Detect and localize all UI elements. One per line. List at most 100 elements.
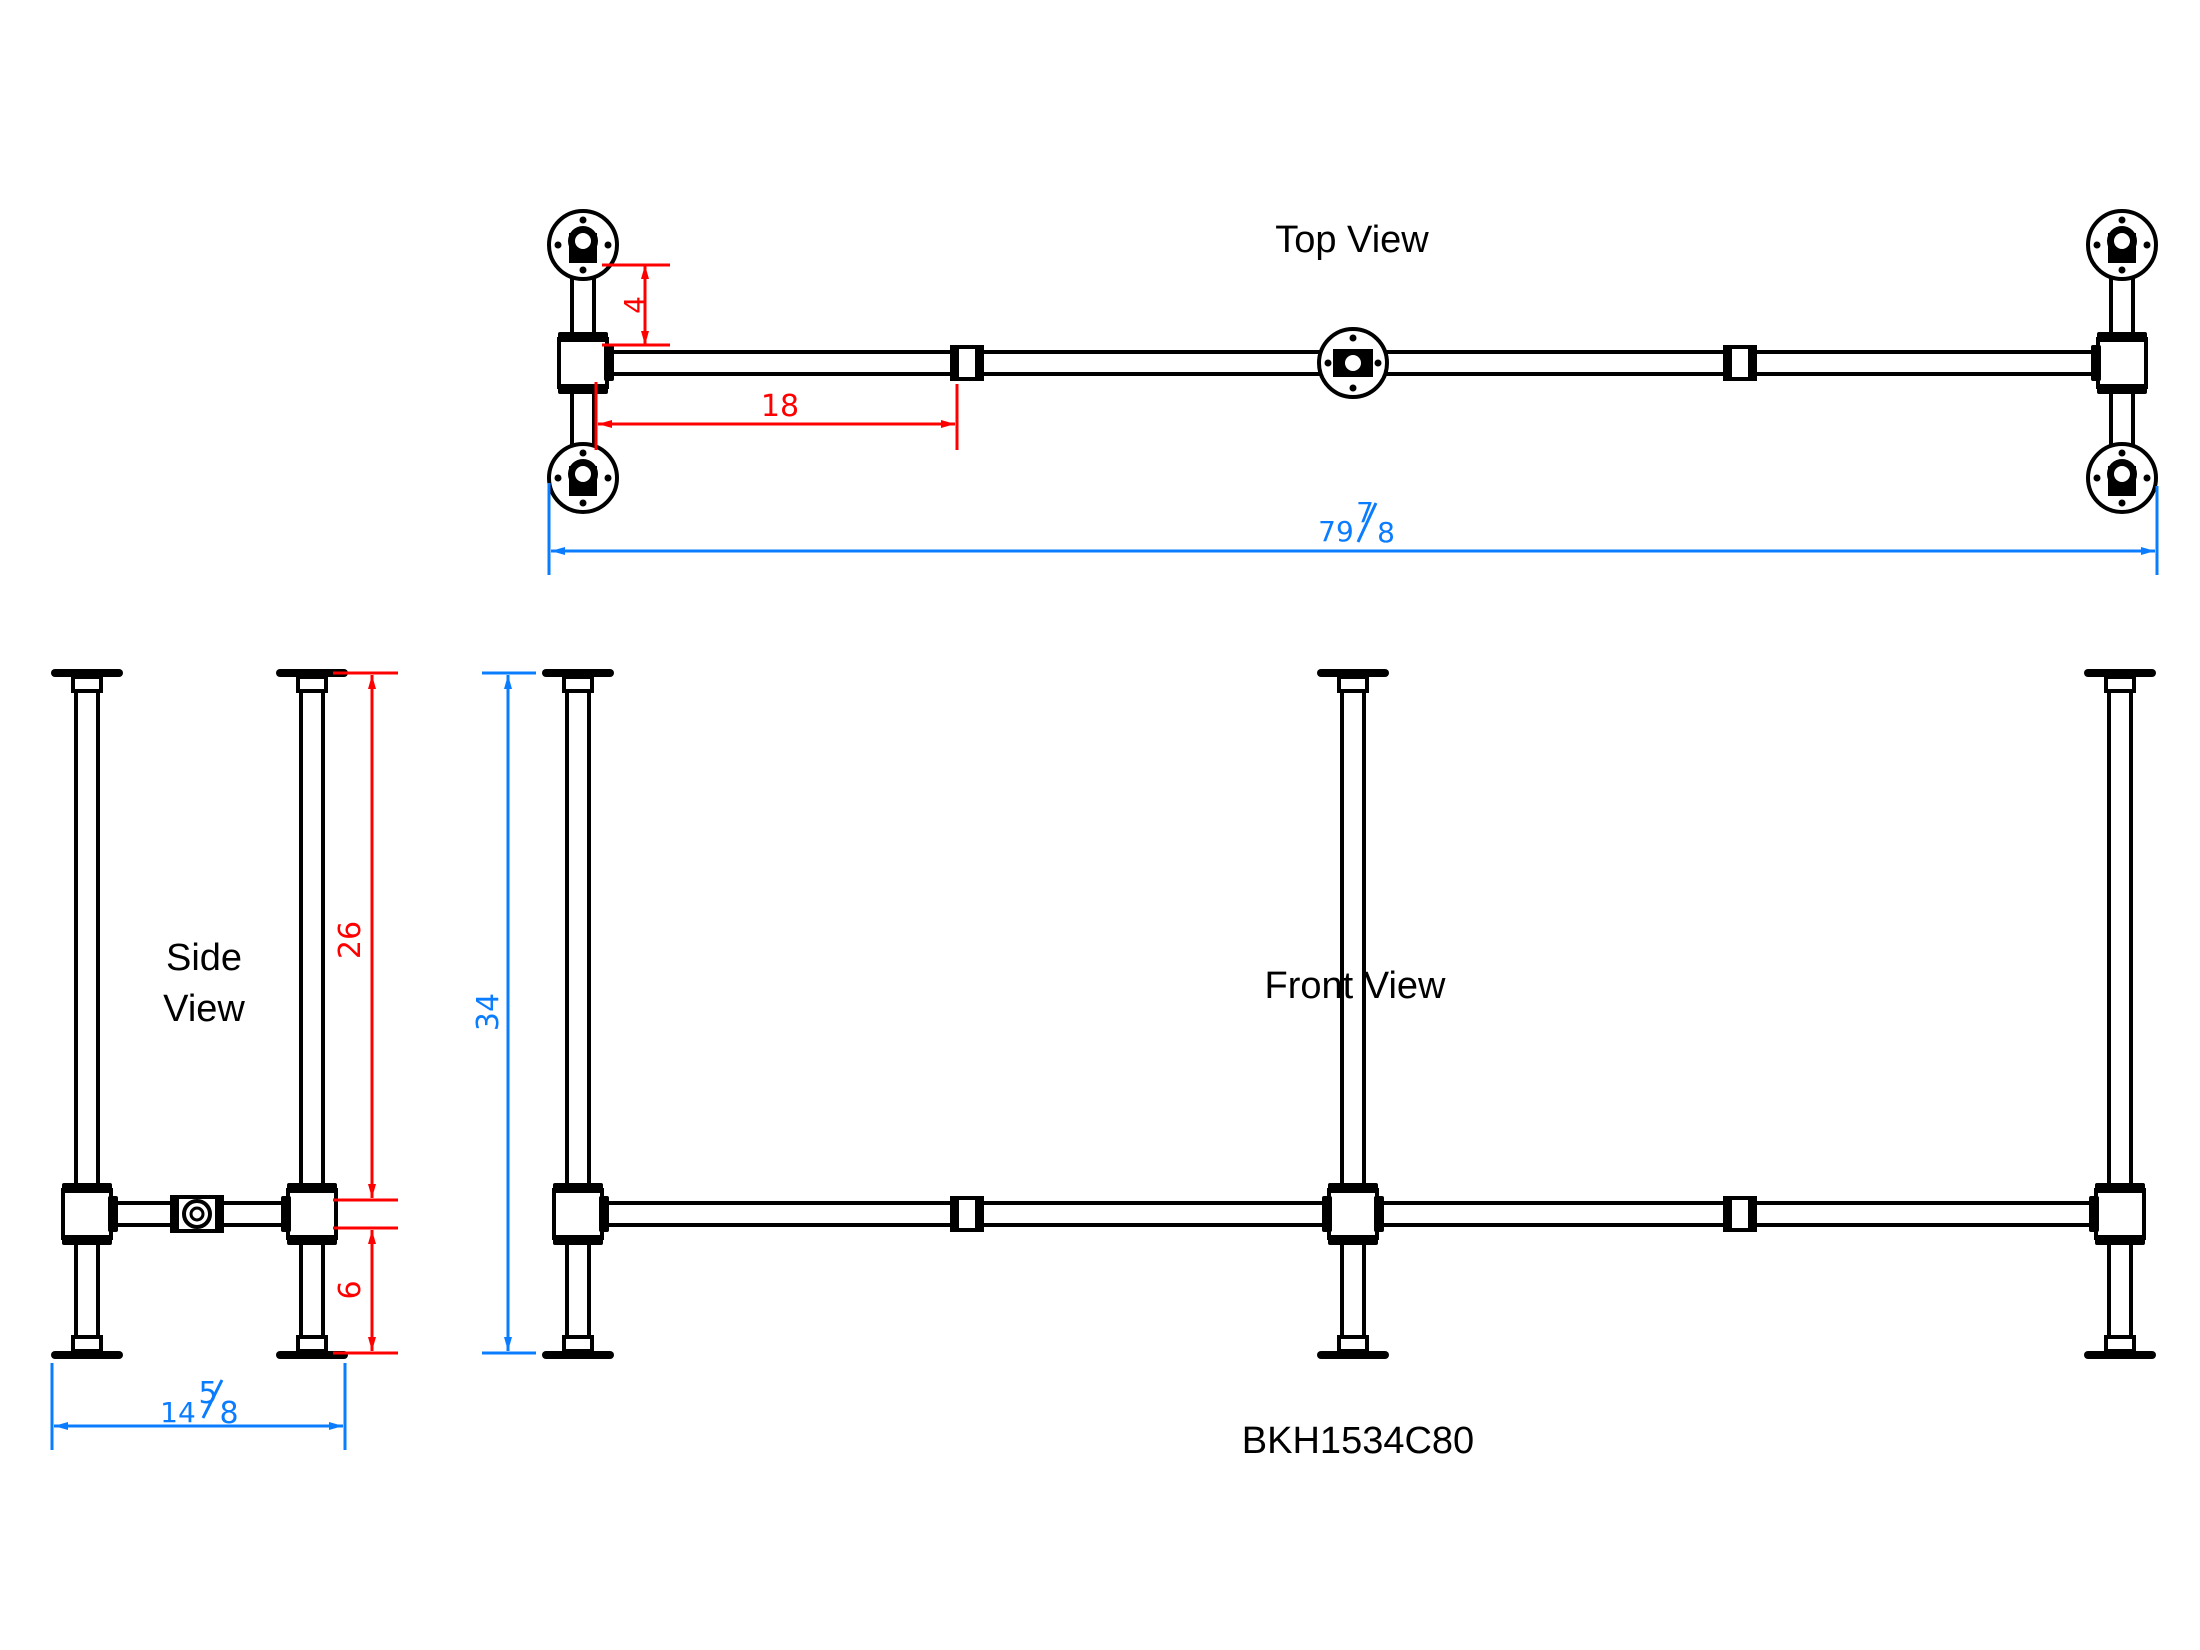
flange-bolt-hole bbox=[579, 499, 587, 507]
flange-neck bbox=[2104, 675, 2136, 693]
dimension-arrow-up bbox=[641, 265, 649, 279]
front-center-cross bbox=[1322, 1183, 1384, 1245]
flange-bolt-hole bbox=[1349, 334, 1357, 342]
flange-plate bbox=[1317, 1351, 1389, 1359]
fitting-ring bbox=[1374, 1196, 1384, 1232]
coupling-ring bbox=[975, 346, 982, 380]
flange-neck bbox=[1337, 675, 1369, 693]
flange-neck bbox=[71, 1335, 103, 1353]
fitting-body bbox=[557, 337, 609, 389]
flange-bore bbox=[575, 233, 591, 249]
fitting-body bbox=[2096, 337, 2148, 389]
floor-flange bbox=[2084, 669, 2156, 693]
coupling bbox=[1723, 1196, 1757, 1232]
coupling-ring bbox=[1748, 346, 1755, 380]
dimension-arrow-up bbox=[368, 675, 376, 689]
top-view-label: Top View bbox=[1275, 219, 1429, 261]
dimension-arrow-down bbox=[641, 331, 649, 345]
flange-bolt-hole bbox=[579, 449, 587, 457]
fitting-ring bbox=[287, 1235, 337, 1245]
floor-flange bbox=[542, 669, 614, 693]
dimension-arrow-left bbox=[598, 420, 612, 428]
flange-bore bbox=[575, 466, 591, 482]
flange-bolt-hole bbox=[579, 216, 587, 224]
flange-bolt-hole bbox=[579, 266, 587, 274]
floor-flange bbox=[51, 1335, 123, 1359]
floor-flange bbox=[276, 669, 348, 693]
fitting-ring bbox=[553, 1235, 603, 1245]
fitting-ring bbox=[2095, 1235, 2145, 1245]
coupling-ring bbox=[975, 1197, 982, 1231]
flange-bore bbox=[2114, 233, 2130, 249]
side-leg-2 bbox=[299, 683, 325, 1345]
top-left-tee bbox=[557, 332, 614, 394]
fraction-slash bbox=[1356, 502, 1378, 543]
tee-ring bbox=[172, 1196, 179, 1232]
fitting-ring bbox=[281, 1196, 291, 1232]
dimension-arrow-left bbox=[54, 1422, 68, 1430]
fitting-ring bbox=[2091, 345, 2101, 381]
flange-bolt-hole bbox=[2118, 266, 2126, 274]
tee-outlet-bore bbox=[189, 1206, 205, 1222]
flange-bolt-hole bbox=[1324, 359, 1332, 367]
fitting-ring bbox=[1328, 1235, 1378, 1245]
fitting-ring bbox=[599, 1196, 609, 1232]
dim-overall-width: 14 5 8 bbox=[160, 1376, 238, 1431]
fraction-slash bbox=[201, 1379, 224, 1419]
flange-bolt-hole bbox=[2143, 241, 2151, 249]
fitting-ring bbox=[2089, 1196, 2099, 1232]
floor-flange bbox=[1317, 1335, 1389, 1359]
fitting-ring bbox=[1328, 1183, 1378, 1193]
flange-neck bbox=[562, 1335, 594, 1353]
fitting-ring bbox=[62, 1235, 112, 1245]
coupling bbox=[1723, 345, 1757, 381]
dimension-arrow-down bbox=[368, 1337, 376, 1351]
dimension-arrow-right bbox=[329, 1422, 343, 1430]
flange-bolt-hole bbox=[2093, 241, 2101, 249]
flange-bolt-hole bbox=[2093, 474, 2101, 482]
side-center-tee bbox=[170, 1195, 224, 1233]
front-leg-1 bbox=[565, 683, 591, 1345]
tee-ring bbox=[215, 1196, 222, 1232]
fitting-ring bbox=[287, 1183, 337, 1193]
fitting-ring bbox=[2097, 384, 2147, 394]
flange-bore bbox=[1345, 355, 1361, 371]
front-view-label: Front View bbox=[1265, 965, 1446, 1007]
dimension-arrow-down bbox=[504, 1337, 512, 1351]
dimension-arrow-right bbox=[941, 420, 955, 428]
front-right-tee bbox=[2089, 1183, 2146, 1245]
floor-flange bbox=[1317, 669, 1389, 693]
flange-plate bbox=[276, 669, 348, 677]
flange-bolt-hole bbox=[554, 474, 562, 482]
flange-plate bbox=[2084, 1351, 2156, 1359]
floor-flange bbox=[2084, 1335, 2156, 1359]
flange-neck bbox=[562, 675, 594, 693]
flange-bolt-hole bbox=[604, 474, 612, 482]
dimension-arrow-up bbox=[368, 1230, 376, 1244]
flange-bolt-hole bbox=[2118, 216, 2126, 224]
flange-neck bbox=[1337, 1335, 1369, 1353]
dim-upper-leg: 26 bbox=[333, 921, 368, 959]
front-leg-2 bbox=[1340, 683, 1366, 1345]
fitting-ring bbox=[558, 384, 608, 394]
fitting-ring bbox=[108, 1196, 118, 1232]
flange-plate bbox=[51, 669, 123, 677]
dimension-arrow-down bbox=[368, 1184, 376, 1198]
floor-flange-top bbox=[547, 442, 619, 514]
flange-bolt-hole bbox=[1374, 359, 1382, 367]
floor-flange bbox=[542, 1335, 614, 1359]
flange-neck bbox=[2104, 1335, 2136, 1353]
fitting-ring bbox=[604, 345, 614, 381]
pipe-parts bbox=[51, 209, 2158, 1359]
dimension-lines bbox=[50, 263, 2159, 1450]
floor-flange-top bbox=[2086, 442, 2158, 514]
coupling bbox=[950, 1196, 984, 1232]
fitting-ring bbox=[1322, 1196, 1332, 1232]
dim-overall-length-whole: 79 bbox=[1318, 515, 1354, 548]
fitting-body bbox=[1327, 1188, 1379, 1240]
flange-bolt-hole bbox=[2118, 449, 2126, 457]
floor-flange-top bbox=[1317, 327, 1389, 399]
flange-neck bbox=[296, 675, 328, 693]
side-right-tee bbox=[281, 1183, 338, 1245]
